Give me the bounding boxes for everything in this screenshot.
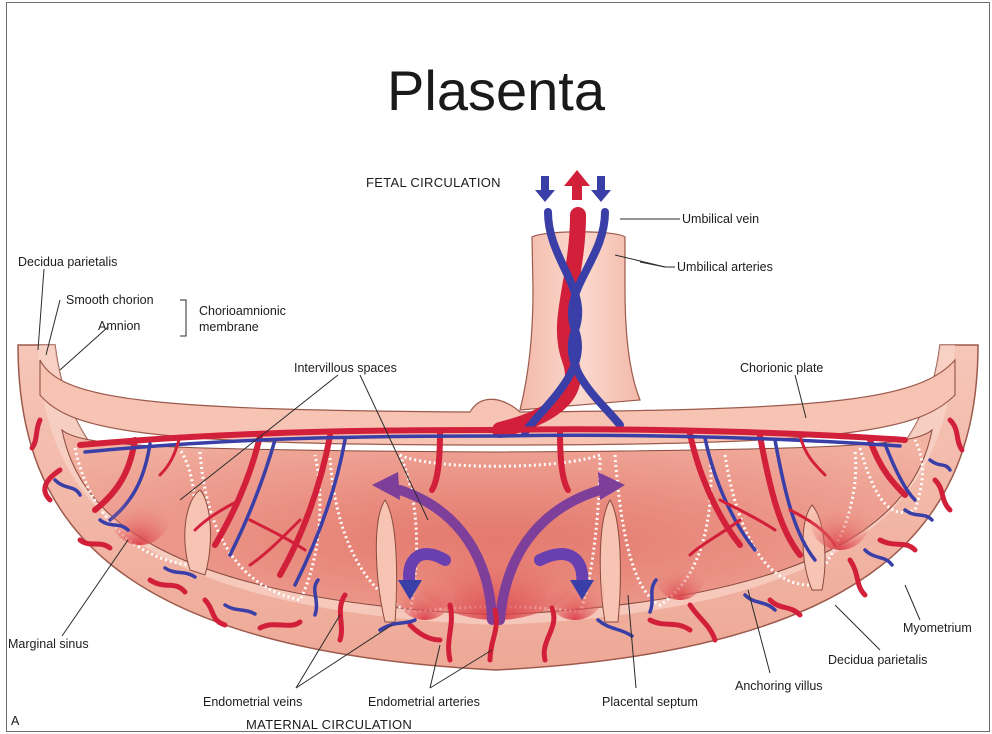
label-chorionic-plate: Chorionic plate [740, 361, 823, 375]
label-fetal-circulation: FETAL CIRCULATION [366, 175, 501, 190]
label-umbilical-arteries: Umbilical arteries [677, 260, 773, 274]
fetal-arrows [535, 170, 611, 202]
label-endometrial-veins: Endometrial veins [203, 695, 302, 709]
label-anchoring-villus: Anchoring villus [735, 679, 823, 693]
label-chorioamnionic-1: Chorioamnionic [199, 304, 286, 318]
label-intervillous-spaces: Intervillous spaces [294, 361, 397, 375]
label-placental-septum: Placental septum [602, 695, 698, 709]
label-maternal-circulation: MATERNAL CIRCULATION [246, 717, 412, 732]
label-decidua-parietalis-top: Decidua parietalis [18, 255, 117, 269]
label-amnion: Amnion [98, 319, 140, 333]
label-decidua-parietalis-bottom: Decidua parietalis [828, 653, 927, 667]
label-myometrium: Myometrium [903, 621, 972, 635]
label-chorioamnionic-2: membrane [199, 320, 259, 334]
label-umbilical-vein: Umbilical vein [682, 212, 759, 226]
label-smooth-chorion: Smooth chorion [66, 293, 154, 307]
label-marginal-sinus: Marginal sinus [8, 637, 89, 651]
label-endometrial-arteries: Endometrial arteries [368, 695, 480, 709]
panel-letter: A [11, 714, 20, 728]
